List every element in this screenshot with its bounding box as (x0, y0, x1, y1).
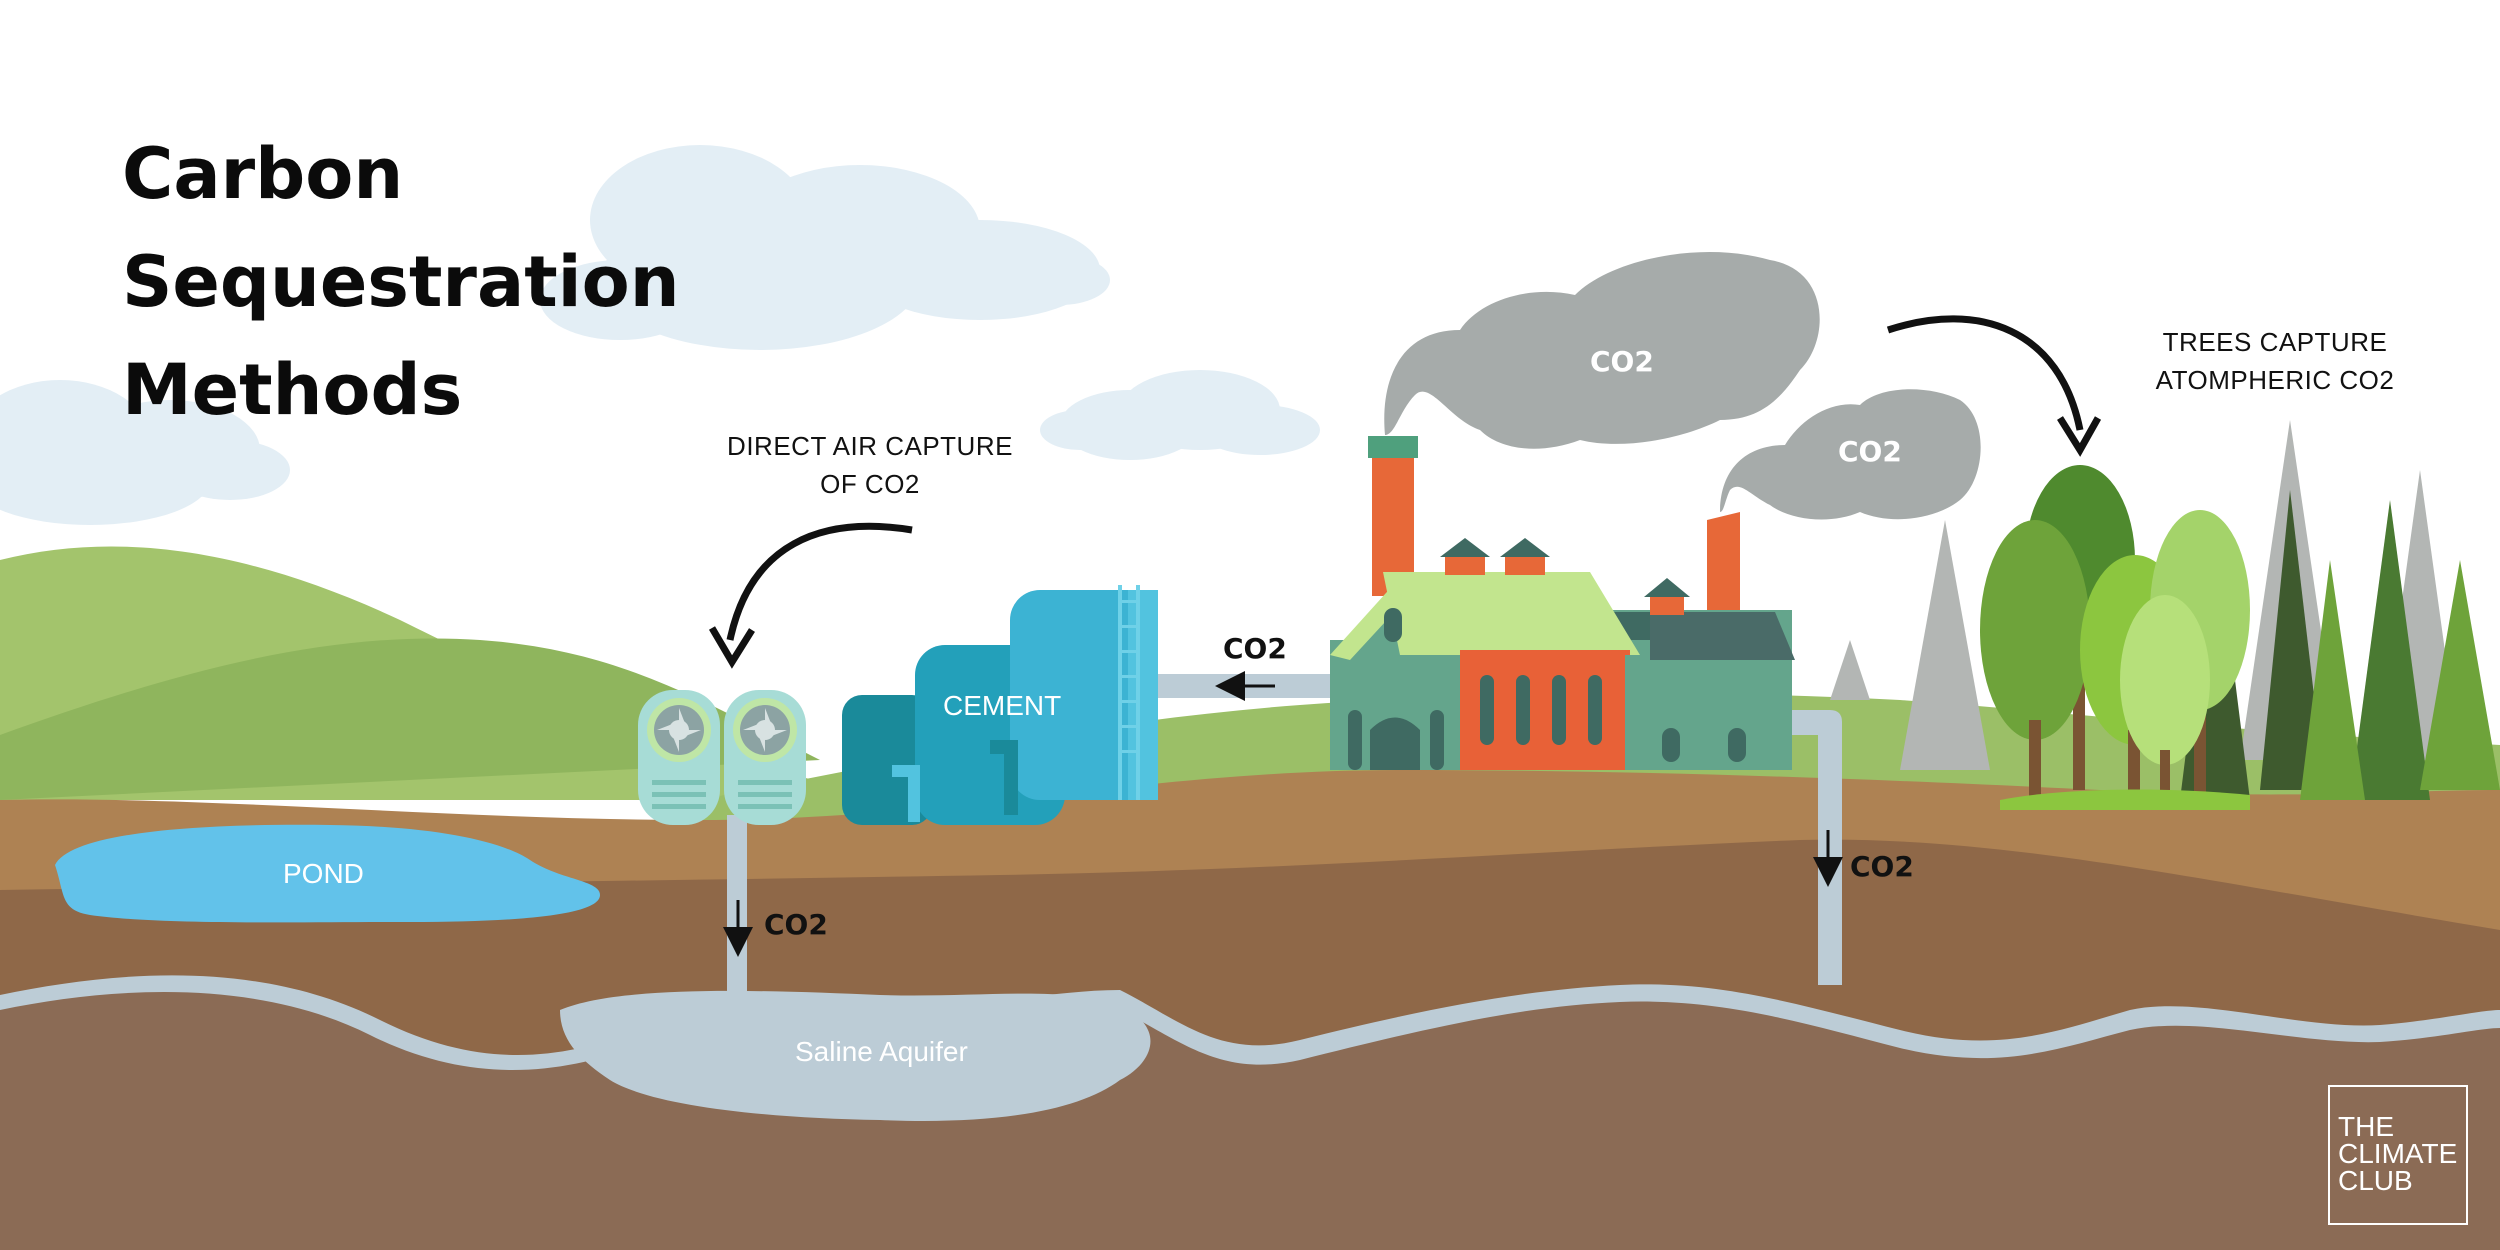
logo-line-2: CLIMATE (2338, 1138, 2458, 1169)
co2-smoke-large-label: CO2 (1590, 345, 1654, 378)
pond-label: POND (283, 858, 364, 889)
dac-arrow-head (708, 626, 755, 669)
saline-aquifer (560, 990, 1151, 1121)
trees-caption-line-2: ATOMPHERIC CO2 (2155, 365, 2395, 395)
cloud-left (0, 380, 290, 525)
chimney-left-cap (1368, 436, 1418, 458)
logo-line-1: THE (2338, 1111, 2394, 1142)
climate-club-logo: THE CLIMATE CLUB (2328, 1085, 2468, 1225)
chimney-right (1707, 512, 1740, 615)
cloud-small (1040, 370, 1320, 460)
factory (1330, 538, 1795, 770)
co2-pipe-label: CO2 (1223, 632, 1287, 665)
direct-air-caption: DIRECT AIR CAPTURE OF CO2 (700, 427, 1040, 503)
factory-pipe (1782, 710, 1842, 985)
trees-arrow-head (2057, 416, 2102, 457)
direct-air-caption-line-2: OF CO2 (820, 469, 920, 499)
title-line-3: Methods (122, 349, 463, 431)
co2-dac-down-label: CO2 (764, 908, 828, 941)
trees-caption: TREES CAPTURE ATOMPHERIC CO2 (2120, 323, 2430, 399)
trees-curved-arrow (1886, 315, 2084, 431)
hill-left-dark (0, 638, 820, 800)
smoke-large (1384, 252, 1820, 449)
trees-caption-line-1: TREES CAPTURE (2162, 327, 2388, 357)
co2-factory-down-label: CO2 (1850, 850, 1914, 883)
cloud-center (540, 145, 1110, 350)
page-title: Carbon Sequestration Methods (122, 120, 680, 444)
forest (1830, 420, 2500, 810)
direct-air-caption-line-1: DIRECT AIR CAPTURE (727, 431, 1013, 461)
pond (55, 824, 600, 923)
cement-label: CEMENT (943, 690, 1062, 721)
dac-units (638, 690, 806, 825)
dac-curved-arrow (726, 522, 913, 641)
saline-aquifer-label: Saline Aquifer (795, 1036, 968, 1067)
smoke-small (1720, 389, 1981, 520)
co2-smoke-small-label: CO2 (1838, 435, 1902, 468)
logo-line-3: CLUB (2338, 1165, 2413, 1196)
title-line-2: Sequestration (122, 241, 680, 323)
title-line-1: Carbon (122, 133, 404, 215)
cement-tanks (842, 585, 1158, 825)
